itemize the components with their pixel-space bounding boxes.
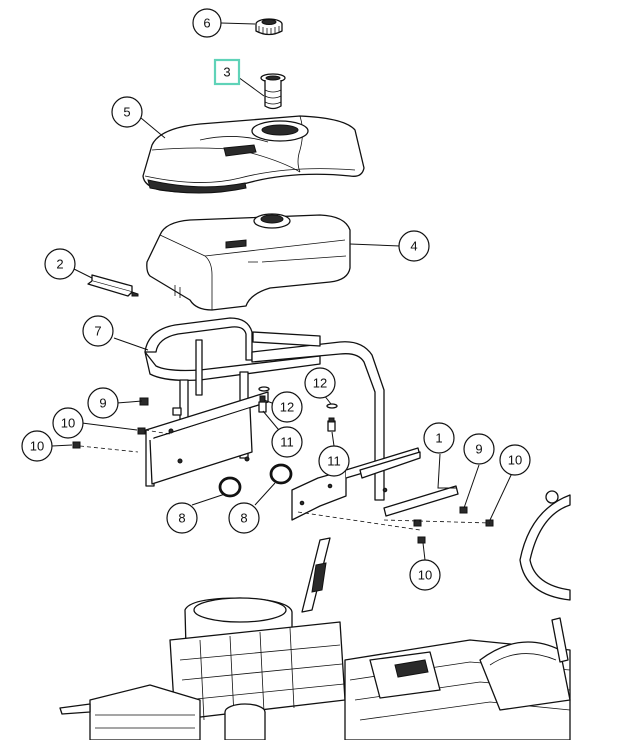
svg-text:2: 2 [56, 257, 63, 272]
o-ring-right-part[interactable] [269, 463, 293, 485]
svg-text:8: 8 [240, 511, 247, 526]
bolt-11-left[interactable] [258, 395, 267, 413]
callout-12-right[interactable]: 12 [304, 367, 336, 399]
svg-text:12: 12 [280, 400, 294, 415]
svg-text:9: 9 [99, 396, 106, 411]
bolt-9-left[interactable] [139, 397, 182, 416]
svg-text:11: 11 [327, 454, 341, 469]
fuel-cap-part[interactable] [255, 18, 283, 36]
svg-text:5: 5 [123, 105, 130, 120]
bolt-10-lower[interactable] [72, 441, 81, 449]
callout-5[interactable]: 5 [111, 96, 143, 128]
right-support-bracket-part[interactable] [291, 447, 459, 521]
svg-text:8: 8 [178, 511, 185, 526]
callout-3-highlighted[interactable]: 3 [213, 58, 241, 86]
bolt-10-upper[interactable] [137, 427, 146, 435]
bolt-9-right[interactable] [459, 506, 468, 514]
callout-4[interactable]: 4 [398, 230, 430, 262]
svg-text:1: 1 [435, 431, 442, 446]
svg-text:10: 10 [418, 568, 432, 583]
callout-9-left[interactable]: 9 [87, 387, 119, 419]
svg-text:10: 10 [61, 416, 75, 431]
fuel-strainer-part[interactable] [260, 73, 286, 110]
svg-text:12: 12 [313, 376, 327, 391]
callout-6[interactable]: 6 [192, 8, 222, 38]
washer-12-left[interactable] [258, 386, 270, 392]
svg-text:11: 11 [280, 435, 294, 450]
callout-10-right[interactable]: 10 [499, 444, 531, 476]
callout-10-upper-left[interactable]: 10 [52, 407, 84, 439]
bolt-10-right[interactable] [413, 519, 494, 544]
callout-12-left[interactable]: 12 [271, 391, 303, 423]
svg-text:10: 10 [30, 439, 44, 454]
callout-8-left[interactable]: 8 [166, 502, 198, 534]
bracket-part[interactable] [87, 274, 139, 297]
callout-11-left[interactable]: 11 [271, 426, 303, 458]
callout-8-right[interactable]: 8 [228, 502, 260, 534]
callout-11-right[interactable]: 11 [318, 445, 350, 477]
callout-7[interactable]: 7 [82, 315, 114, 347]
svg-text:6: 6 [203, 16, 210, 31]
callout-10-lower-left[interactable]: 10 [21, 430, 53, 462]
callout-10-bottom[interactable]: 10 [409, 559, 441, 591]
svg-text:9: 9 [475, 442, 482, 457]
tank-cover-part[interactable] [142, 115, 365, 194]
left-support-bracket [145, 391, 269, 487]
svg-text:4: 4 [410, 239, 417, 254]
svg-text:3: 3 [223, 65, 230, 80]
svg-text:10: 10 [508, 453, 522, 468]
washer-12-right[interactable] [326, 403, 338, 409]
mower-chassis-background [59, 490, 571, 740]
bolt-11-right[interactable] [327, 417, 336, 432]
fuel-tank-part[interactable] [146, 213, 351, 311]
callout-1[interactable]: 1 [423, 422, 455, 454]
callout-2[interactable]: 2 [44, 248, 76, 280]
callout-9-right[interactable]: 9 [463, 433, 495, 465]
svg-text:7: 7 [94, 324, 101, 339]
o-ring-left-part[interactable] [218, 476, 242, 498]
